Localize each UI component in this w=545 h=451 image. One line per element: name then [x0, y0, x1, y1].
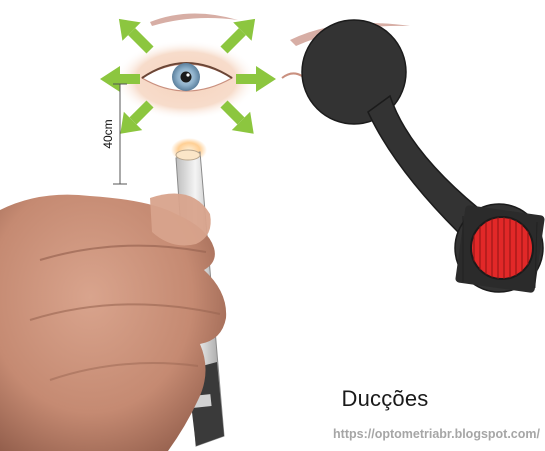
source-url[interactable]: https://optometriabr.blogspot.com/ — [258, 427, 540, 441]
figure-caption: Ducções — [300, 386, 470, 412]
eye-group — [100, 10, 276, 143]
right-eye-corner — [282, 73, 302, 78]
maddox-occluder-icon — [302, 20, 545, 293]
occluder-group — [282, 20, 545, 293]
eye-icon — [172, 63, 200, 91]
distance-label: 40cm — [101, 119, 115, 148]
left-eyebrow — [150, 13, 238, 26]
hand-photo — [0, 138, 226, 451]
